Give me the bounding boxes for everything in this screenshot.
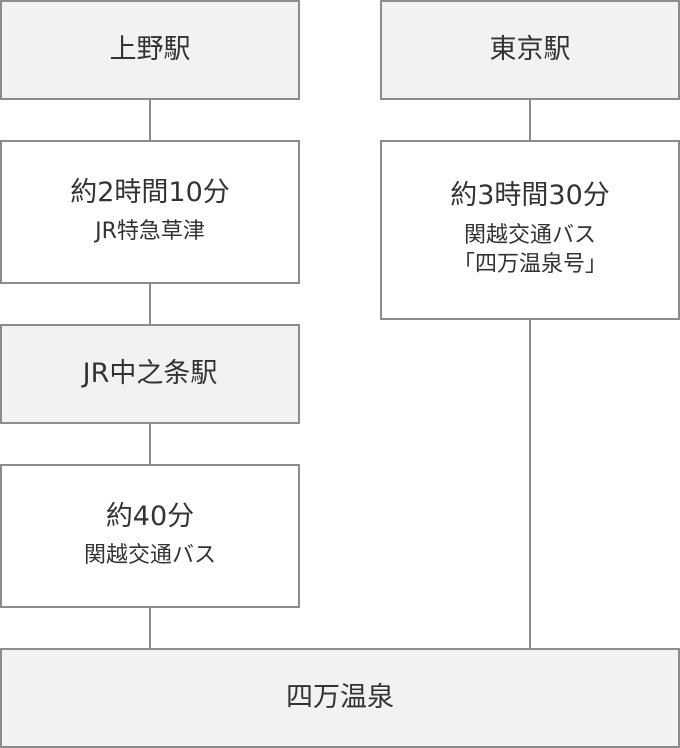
route-box-highway-bus: 約3時間30分 関越交通バス 「四万温泉号」 [380, 140, 680, 320]
travel-time-label: 約40分 [105, 500, 195, 532]
station-box-tokyo: 東京駅 [380, 0, 680, 100]
connector-leg2-destination [149, 606, 151, 650]
connector-tokyo-leg1 [529, 98, 531, 142]
connector-nakanojo-leg2 [149, 422, 151, 466]
route-box-limited-express: 約2時間10分 JR特急草津 [0, 140, 300, 284]
connector-ueno-leg1 [149, 98, 151, 142]
station-label-tokyo: 東京駅 [489, 33, 571, 65]
destination-label: 四万温泉 [286, 681, 394, 713]
travel-time-label: 約3時間30分 [450, 180, 610, 212]
station-label-ueno: 上野駅 [109, 33, 191, 65]
station-box-nakanojo: JR中之条駅 [0, 324, 300, 424]
transport-means-label: 関越交通バス [463, 222, 596, 248]
transport-means-label: 関越交通バス [83, 543, 216, 569]
bus-service-name-label: 「四万温泉号」 [452, 252, 607, 278]
station-label-nakanojo: JR中之条駅 [82, 357, 218, 389]
connector-leg1-nakanojo [149, 282, 151, 326]
connector-right-leg1-destination [529, 318, 531, 650]
travel-time-label: 約2時間10分 [70, 176, 230, 208]
transport-means-label: JR特急草津 [95, 219, 205, 245]
route-box-local-bus: 約40分 関越交通バス [0, 464, 300, 608]
destination-box-shima-onsen: 四万温泉 [0, 648, 680, 748]
station-box-ueno: 上野駅 [0, 0, 300, 100]
